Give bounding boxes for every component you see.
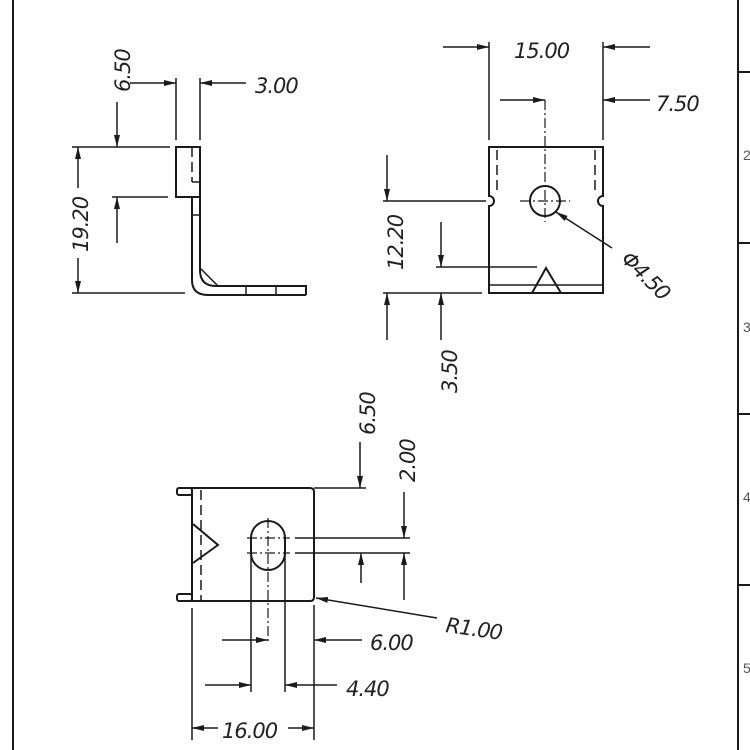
dim-hole-height: 12.20: [384, 214, 408, 270]
dim-hole-center: 7.50: [656, 92, 699, 116]
dim-slot-center: 6.00: [370, 631, 413, 655]
zone-label: 3: [743, 319, 750, 335]
dim-slot: 2.00: [396, 439, 420, 482]
triangle-mark: [531, 266, 562, 294]
leader-line: [315, 596, 438, 619]
tab-outline: [175, 146, 201, 198]
dim-width: 16.00: [222, 719, 278, 743]
bottom-view: 6.50 2.00 R1.00 6.00 4.40 16.00: [176, 392, 504, 743]
dim-top-offset: 6.50: [356, 392, 380, 435]
plate-outline: [191, 487, 315, 602]
drawing-frame: 2 3 4 5: [12, 0, 750, 750]
side-view: 3.00 6.50 19.20: [69, 49, 307, 296]
tab: [176, 487, 193, 496]
plate-outline: [488, 146, 604, 294]
triangle-mark: [192, 523, 220, 564]
dim-hole-diameter: Φ4.50: [616, 247, 675, 306]
zone-label: 5: [743, 660, 750, 676]
bracket-inner: [199, 182, 307, 295]
zone-label: 4: [743, 489, 750, 505]
dim-height: 19.20: [69, 196, 93, 252]
dim-slot-width: 4.40: [346, 677, 389, 701]
dim-thickness: 3.00: [255, 74, 298, 98]
dim-mark-height: 3.50: [438, 350, 462, 393]
dim-radius: R1.00: [444, 613, 504, 645]
front-view: 15.00 7.50 12.20 3.50 Φ4.50: [383, 39, 700, 393]
leader-line: [555, 211, 613, 249]
dim-tab-offset: 6.50: [111, 49, 135, 92]
tab: [176, 593, 193, 602]
bracket-outer: [191, 197, 306, 296]
dim-width: 15.00: [514, 39, 570, 63]
bend-line: [199, 267, 219, 287]
zone-label: 2: [743, 147, 750, 163]
